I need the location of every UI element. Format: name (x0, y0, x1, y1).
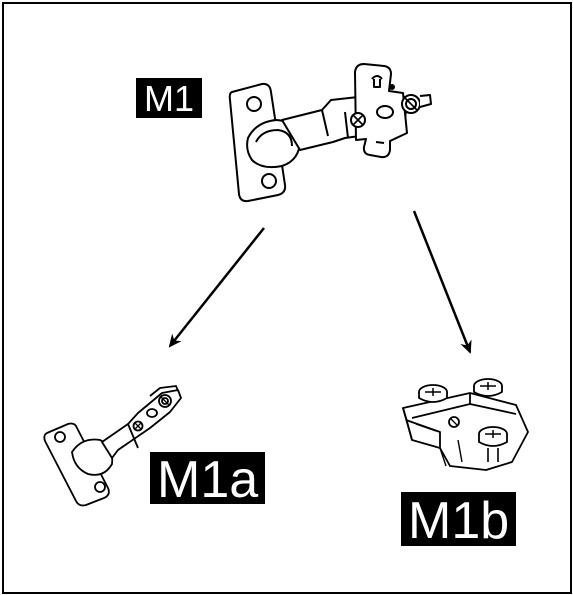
label-m1a: M1a (150, 452, 266, 508)
concealed-hinge-assembled-icon (228, 63, 432, 203)
label-m1b: M1b (401, 492, 517, 550)
mounting-plate-icon (402, 378, 529, 471)
arrow-to-m1a (168, 227, 265, 348)
label-m1: M1 (136, 78, 203, 119)
arrow-to-m1b (412, 210, 472, 354)
hinge-arm-icon (43, 385, 182, 507)
